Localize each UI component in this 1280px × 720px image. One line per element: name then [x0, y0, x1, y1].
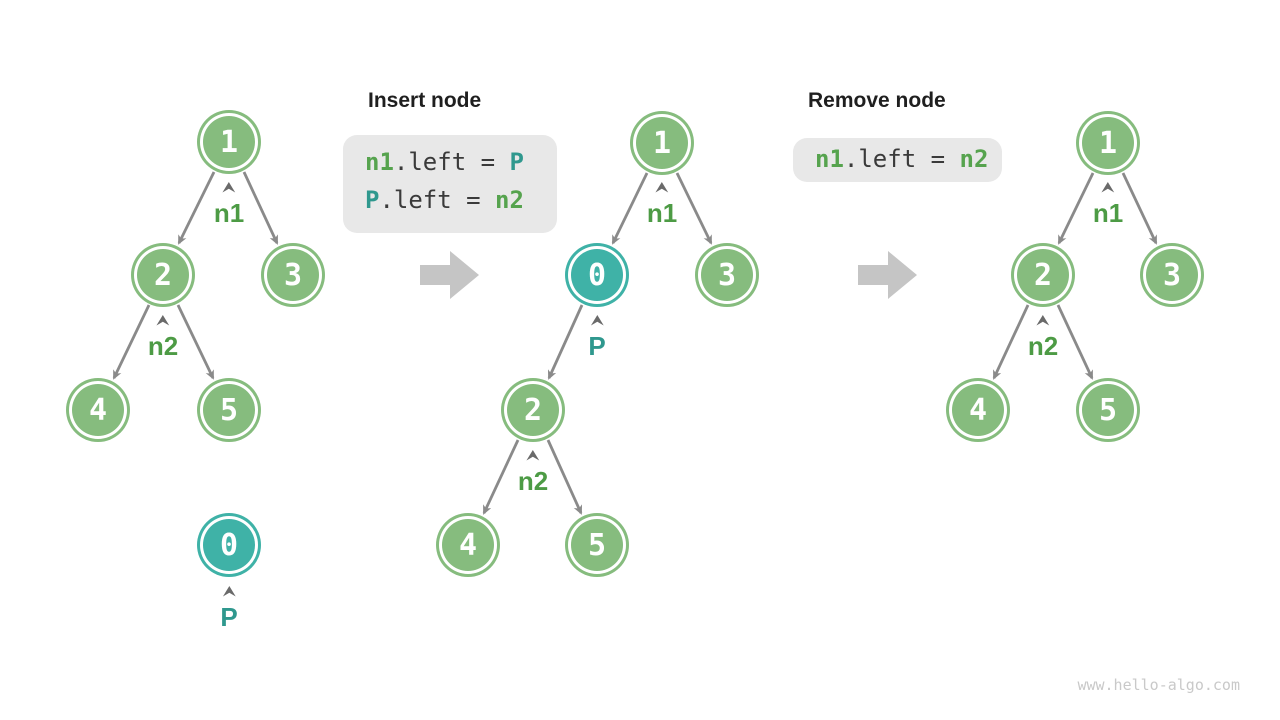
up-caret-icon: [526, 450, 540, 461]
middle-edge-1-3: [675, 172, 713, 245]
left-tree-node-5: 5: [200, 381, 258, 439]
up-caret-icon: [655, 182, 669, 193]
pointer-label-text: n2: [147, 331, 179, 361]
left-edge-1-2: [177, 171, 216, 245]
pointer-label-text: n1: [1092, 198, 1124, 228]
right-tree-node-3: 3: [1143, 246, 1201, 304]
right-tree-node-5: 5: [1079, 381, 1137, 439]
middle-pointer-label-p: P: [588, 315, 606, 361]
left-pointer-label-n1: n1: [214, 182, 244, 226]
insert-code-box: n1.left = P P.left = n2: [343, 135, 557, 233]
left-edge-1-3: [242, 171, 279, 245]
code-token: .left =: [843, 145, 960, 173]
code-line: n1.left = n2: [793, 138, 1002, 181]
transition-arrow-icon: [420, 251, 479, 299]
code-token: n1: [365, 148, 394, 176]
code-token: n2: [495, 186, 524, 214]
pointer-label-text: n2: [517, 466, 549, 496]
code-token: n2: [959, 145, 989, 173]
middle-tree-node-4: 4: [439, 516, 497, 574]
code-token: P: [365, 186, 380, 214]
up-caret-icon: [156, 315, 170, 326]
code-line: P.left = n2: [343, 181, 557, 219]
watermark: www.hello-algo.com: [1077, 676, 1240, 694]
left-tree-node-2: 2: [134, 246, 192, 304]
left-tree-node-3: 3: [264, 246, 322, 304]
right-edge-1-2: [1057, 172, 1095, 245]
pointer-label-text: n2: [1027, 331, 1059, 361]
up-caret-icon: [1101, 182, 1115, 193]
right-tree-node-2: 2: [1014, 246, 1072, 304]
pointer-label-text: P: [588, 331, 606, 361]
middle-pointer-label-n2: n2: [518, 450, 548, 494]
right-tree-node-4: 4: [949, 381, 1007, 439]
code-line: n1.left = P: [343, 143, 557, 181]
middle-edge-1-0: [611, 172, 649, 245]
remove-code-box: n1.left = n2: [793, 138, 1002, 182]
right-tree-node-1: 1: [1079, 114, 1137, 172]
middle-tree-node-5: 5: [568, 516, 626, 574]
middle-edge-2-4: [482, 439, 520, 515]
left-edge-2-5: [176, 304, 215, 380]
middle-pointer-label-n1: n1: [647, 182, 677, 226]
right-edge-2-5: [1056, 304, 1094, 380]
middle-tree-node-2: 2: [504, 381, 562, 439]
left-tree-node-4: 4: [69, 381, 127, 439]
right-edge-2-4: [992, 304, 1030, 380]
up-caret-icon: [1036, 315, 1050, 326]
transition-arrow-icon: [858, 251, 917, 299]
left-tree-node-1: 1: [200, 113, 258, 171]
left-pointer-label-p: P: [220, 586, 238, 632]
pointer-label-text: P: [220, 602, 238, 632]
code-token: P: [509, 148, 524, 176]
right-pointer-label-n1: n1: [1093, 182, 1123, 226]
middle-edge-2-5: [546, 439, 583, 515]
up-caret-icon: [222, 586, 236, 597]
middle-tree-node-1: 1: [633, 114, 691, 172]
code-token: .left =: [393, 148, 510, 176]
remove-node-title: Remove node: [808, 89, 946, 112]
right-edge-1-3: [1121, 172, 1158, 245]
up-caret-icon: [590, 315, 604, 326]
insert-node-title: Insert node: [368, 89, 482, 112]
pointer-label-text: n1: [213, 198, 245, 228]
right-pointer-label-n2: n2: [1028, 315, 1058, 359]
middle-tree-node-3: 3: [698, 246, 756, 304]
middle-tree-node-0: 0: [568, 246, 626, 304]
up-caret-icon: [222, 182, 236, 193]
left-tree-node-0: 0: [200, 516, 258, 574]
left-edge-2-4: [112, 304, 151, 380]
code-token: .left =: [379, 186, 496, 214]
left-pointer-label-n2: n2: [148, 315, 178, 359]
middle-edge-0-2: [547, 304, 584, 380]
code-token: n1: [815, 145, 844, 173]
pointer-label-text: n1: [646, 198, 678, 228]
